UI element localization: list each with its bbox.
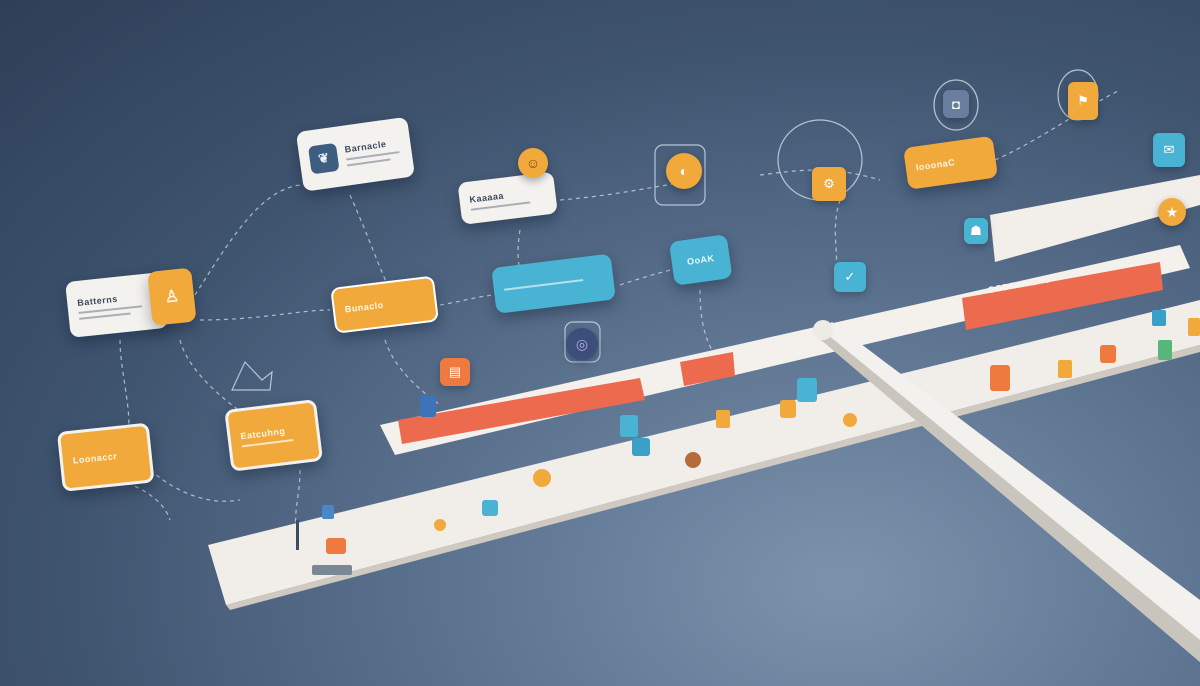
chart-icon[interactable]: ◐ [666,153,702,189]
card-text-2: Batterns [77,291,143,320]
flag-icon[interactable]: ⚑ [1068,82,1098,120]
bell-icon: ♙ [163,287,180,307]
tree-icon: ❦ [307,142,340,175]
progress-bar-right [962,262,1163,330]
device-icon[interactable]: ◘ [943,90,969,118]
task-card-3[interactable]: Eatcuhng [224,399,324,472]
check-icon[interactable]: ✓ [834,262,866,292]
smile-icon[interactable]: ☺ [518,148,548,178]
info-card-2-tab[interactable]: ♙ [147,267,197,326]
timeline-track-lower [208,300,1200,605]
person-icon[interactable]: ☗ [964,218,988,244]
progress-bar-left [398,378,645,444]
lock-icon[interactable]: ▤ [440,358,470,386]
track-markers [296,310,1200,575]
progress-bar-mid [680,352,735,386]
card-text-blue [503,279,584,291]
task-card-2[interactable]: Loonaccr [56,422,155,492]
card-text-1: Barnacle [344,137,401,167]
star-icon[interactable]: ★ [1158,198,1186,226]
chat-icon[interactable]: ✉ [1153,133,1185,167]
timeline-track-upper [990,175,1200,262]
status-card-2[interactable]: OoAK [668,234,733,286]
gear-icon[interactable]: ⚙ [812,167,846,201]
target-icon[interactable]: ◎ [566,328,598,360]
stylus [813,320,1200,662]
card-text-3: Kaaaaa [469,188,531,211]
card-text-6: Eatcuhng [240,425,294,448]
